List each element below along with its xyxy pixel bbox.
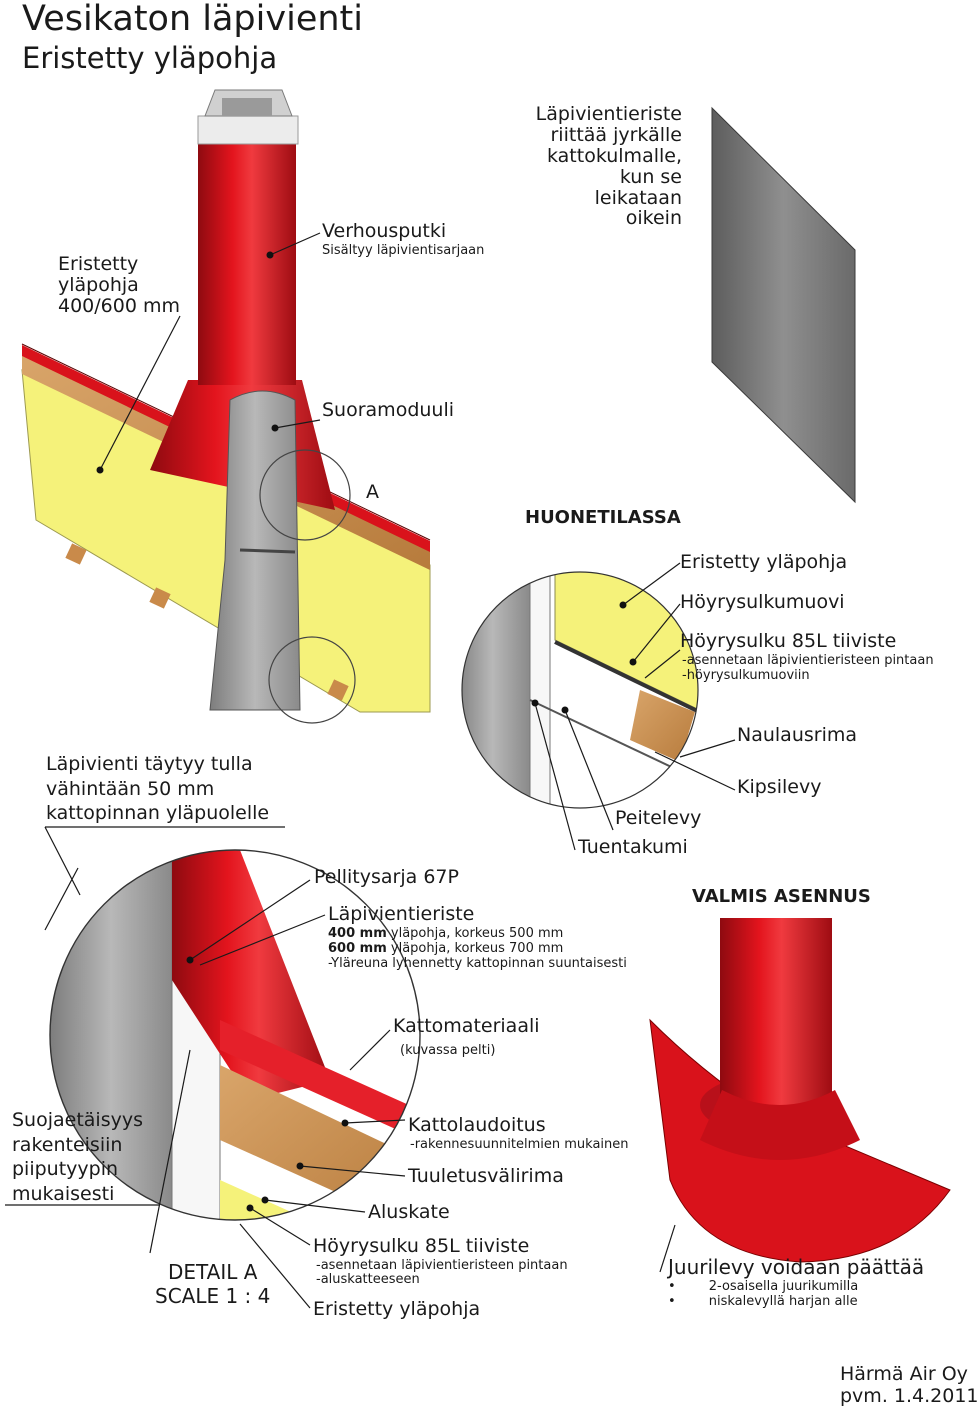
- label-lapivientieriste-line2: 600 mm yläpohja, korkeus 700 mm: [328, 941, 564, 956]
- label-hoyrysulku-right-sub1: -asennetaan läpivientieristeen pintaan: [682, 653, 934, 668]
- label-aluskate: Aluskate: [368, 1201, 450, 1223]
- label-eristetty-bottom: Eristetty yläpohja: [313, 1298, 481, 1320]
- label-hoyrysulku-right: Höyrysulku 85L tiiviste: [680, 630, 897, 652]
- label-verhousputki: Verhousputki: [322, 220, 447, 242]
- label-verhousputki-sub: Sisältyy läpivientisarjaan: [322, 243, 485, 258]
- page-title: Vesikaton läpivienti: [22, 0, 363, 39]
- label-tuentakumi: Tuentakumi: [578, 836, 688, 858]
- label-hoyrysulku-bottom-sub1: -asennetaan läpivientieristeen pintaan: [316, 1258, 568, 1273]
- label-company: Härmä Air Oy: [840, 1363, 968, 1385]
- label-valmis-asennus: VALMIS ASENNUS: [692, 886, 871, 907]
- label-pellitysarja: Pellitysarja 67P: [314, 866, 459, 888]
- label-lapivientieriste-line1: 400 mm yläpohja, korkeus 500 mm: [328, 926, 564, 941]
- label-lapivientieriste: Läpivientieriste: [328, 903, 475, 925]
- detail-red-flashing: [172, 850, 330, 1100]
- detail-insulation: [220, 1180, 420, 1220]
- label-kattomateriaali-sub: (kuvassa pelti): [400, 1043, 496, 1058]
- label-eristetty-right: Eristetty yläpohja: [680, 551, 848, 573]
- label-hoyrysulku-bottom-sub2: -aluskatteeseen: [316, 1272, 420, 1287]
- label-juurilevy: Juurilevy voidaan päättää: [668, 1255, 925, 1279]
- label-kattomateriaali: Kattomateriaali: [393, 1015, 540, 1037]
- final-installation: [649, 918, 951, 1263]
- detail-roof-sheet: [220, 1020, 420, 1140]
- final-pipe: [720, 918, 832, 1108]
- detail-a: [50, 850, 420, 1220]
- label-peitelevy: Peitelevy: [615, 807, 702, 829]
- label-naulausrima: Naulausrima: [737, 724, 858, 746]
- steel-plate: [711, 106, 856, 504]
- label-suoramoduuli: Suoramoduuli: [322, 399, 455, 421]
- leader-lines: [5, 232, 736, 1309]
- label-kattolaudoitus: Kattolaudoitus: [408, 1114, 546, 1136]
- label-lapivientieriste-line3: -Yläreuna lyhennetty kattopinnan suuntai…: [328, 956, 627, 971]
- label-hoyrysulkumuovi: Höyrysulkumuovi: [680, 591, 845, 613]
- juurilevy-bullet-1: • 2-osaisella juurikumilla: [668, 1279, 859, 1294]
- label-tuuletusvalirima: Tuuletusvälirima: [408, 1165, 564, 1187]
- label-hoyrysulku-right-sub2: -höyrysulkumuoviin: [682, 668, 810, 683]
- label-kattolaudoitus-sub: -rakennesuunnitelmien mukainen: [410, 1137, 629, 1152]
- juurilevy-bullet-2: • niskalevyllä harjan alle: [668, 1294, 858, 1309]
- page-subtitle: Eristetty yläpohja: [22, 41, 278, 75]
- pipe-cap-ring: [197, 115, 299, 145]
- label-date: pvm. 1.4.2011: [840, 1385, 979, 1407]
- label-kipsilevy: Kipsilevy: [737, 776, 822, 798]
- main-assembly: [21, 89, 431, 724]
- label-huonetilassa: HUONETILASSA: [525, 507, 681, 528]
- cover-pipe: [198, 140, 296, 385]
- label-hoyrysulku-bottom: Höyrysulku 85L tiiviste: [313, 1235, 530, 1257]
- label-detail-marker: A: [366, 481, 379, 503]
